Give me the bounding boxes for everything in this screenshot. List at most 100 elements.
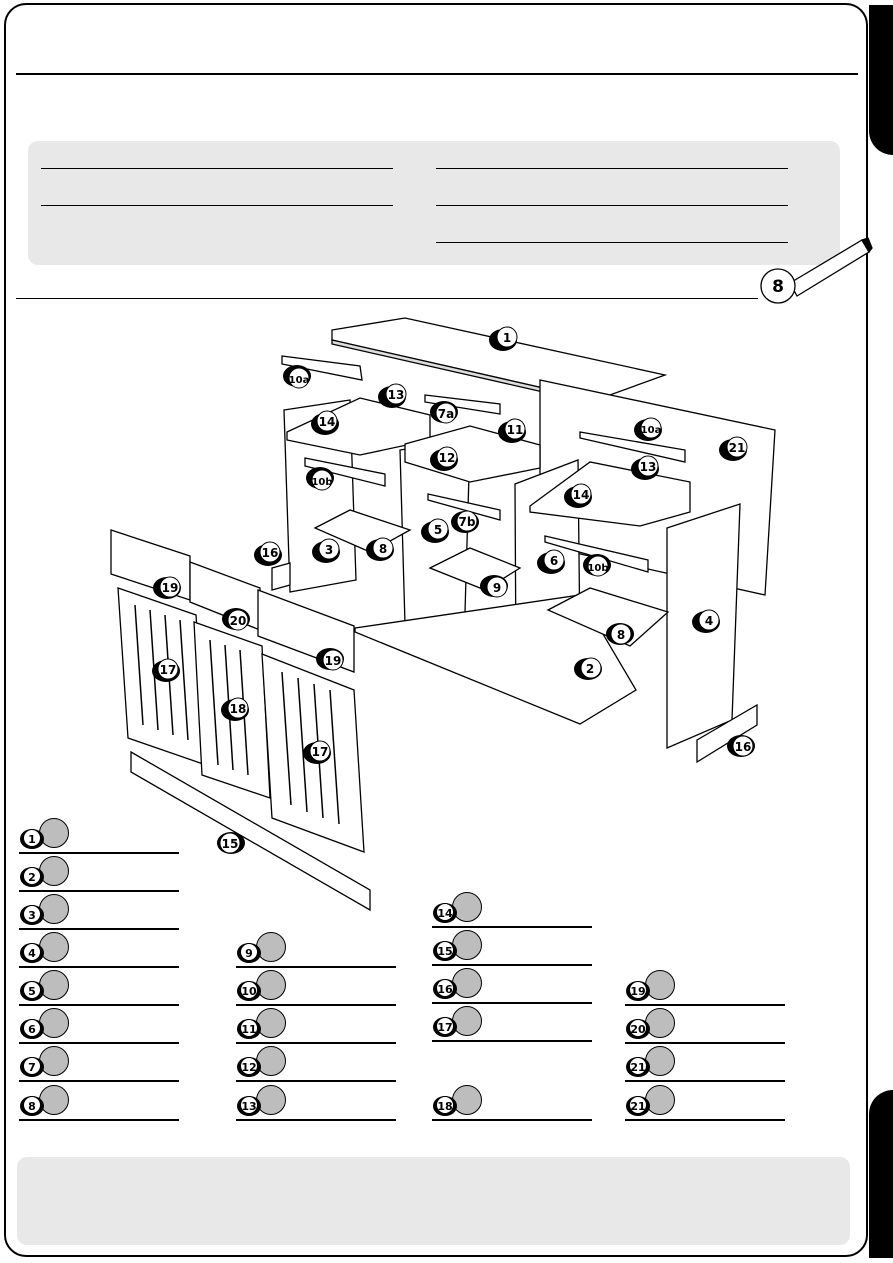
legend-item: 10 xyxy=(236,970,396,1006)
part-callout: 1 xyxy=(503,331,511,345)
legend-number: 11 xyxy=(241,1023,257,1036)
legend-swatch xyxy=(39,818,69,848)
page-frame xyxy=(4,3,868,1257)
part-callout: 3 xyxy=(325,543,333,557)
step-number: 8 xyxy=(772,277,784,297)
legend-number: 5 xyxy=(28,985,36,998)
part-callout: 6 xyxy=(550,554,558,568)
legend-item: 16 xyxy=(432,968,592,1004)
part-callout: 16 xyxy=(262,546,279,560)
part-callout: 11 xyxy=(507,423,524,437)
legend-tag xyxy=(236,1055,264,1079)
legend-line xyxy=(19,890,179,892)
legend-line xyxy=(19,966,179,968)
legend-tag xyxy=(236,941,264,965)
legend-item: 4 xyxy=(19,932,179,968)
legend-item: 18 xyxy=(432,1085,592,1121)
legend-number: 13 xyxy=(241,1100,257,1113)
legend-line xyxy=(236,1080,396,1082)
legend-swatch xyxy=(39,1085,69,1115)
legend-tag xyxy=(19,941,47,965)
legend-item: 2 xyxy=(19,856,179,892)
legend-number: 18 xyxy=(437,1100,453,1113)
legend-number: 3 xyxy=(28,909,36,922)
legend-swatch xyxy=(256,1046,286,1076)
legend-item: 7 xyxy=(19,1046,179,1082)
legend-swatch xyxy=(39,970,69,1000)
legend-line xyxy=(432,964,592,966)
legend-line xyxy=(432,1002,592,1004)
legend-tag xyxy=(19,979,47,1003)
legend-number: 1 xyxy=(28,833,36,846)
legend-swatch xyxy=(39,1046,69,1076)
info-line xyxy=(41,205,393,206)
legend-tag xyxy=(625,979,653,1003)
part-callout: 10a xyxy=(289,375,310,386)
legend-line xyxy=(19,852,179,854)
legend-tag xyxy=(19,1017,47,1041)
legend-line xyxy=(236,1042,396,1044)
legend-item: 8 xyxy=(19,1085,179,1121)
part-callout: 4 xyxy=(705,614,713,628)
part-callout: 20 xyxy=(230,614,247,628)
legend-line xyxy=(625,1119,785,1121)
legend-item: 21 xyxy=(625,1085,785,1121)
legend-number: 2 xyxy=(28,871,36,884)
legend-number: 14 xyxy=(437,907,453,920)
part-callout: 16 xyxy=(735,740,752,754)
legend-tag xyxy=(625,1055,653,1079)
step-badge xyxy=(760,268,796,304)
edge-tab-top xyxy=(869,5,893,155)
legend-number: 15 xyxy=(437,945,453,958)
bottom-note-panel xyxy=(17,1157,850,1245)
part-callout: 19 xyxy=(162,581,179,595)
legend-tag xyxy=(432,1015,460,1039)
legend-line xyxy=(236,1119,396,1121)
info-line xyxy=(41,168,393,169)
info-panel xyxy=(28,141,840,265)
legend-line xyxy=(19,928,179,930)
legend-line xyxy=(432,926,592,928)
legend-line xyxy=(625,1004,785,1006)
legend-number: 16 xyxy=(437,983,453,996)
legend-item: 15 xyxy=(432,930,592,966)
legend-swatch xyxy=(645,1046,675,1076)
part-callout: 12 xyxy=(439,451,456,465)
legend-number: 12 xyxy=(241,1061,257,1074)
legend-line xyxy=(236,1004,396,1006)
legend-number: 9 xyxy=(245,947,253,960)
legend-number: 7 xyxy=(28,1061,36,1074)
legend-item: 12 xyxy=(236,1046,396,1082)
part-callout: 14 xyxy=(319,415,336,429)
legend-swatch xyxy=(645,970,675,1000)
legend-number: 17 xyxy=(437,1021,453,1034)
legend-item: 1 xyxy=(19,818,179,854)
info-line xyxy=(436,242,788,243)
legend-tag xyxy=(236,979,264,1003)
legend-line xyxy=(432,1119,592,1121)
legend-item: 5 xyxy=(19,970,179,1006)
legend-line xyxy=(432,1040,592,1042)
part-callout: 10a xyxy=(641,425,662,436)
part-callout: 10b xyxy=(311,477,332,488)
part-callout: 13 xyxy=(388,388,405,402)
legend-item: 13 xyxy=(236,1085,396,1121)
part-callout: 13 xyxy=(640,460,657,474)
part-callout: 17 xyxy=(312,745,329,759)
legend-tag xyxy=(432,901,460,925)
part-callout: 2 xyxy=(586,662,594,676)
part-callout: 17 xyxy=(160,663,177,677)
part-callout: 8 xyxy=(617,628,625,642)
legend-swatch xyxy=(452,1006,482,1036)
legend-line xyxy=(625,1042,785,1044)
legend-swatch xyxy=(39,932,69,962)
legend-tag xyxy=(625,1017,653,1041)
part-callout: 5 xyxy=(434,523,442,537)
legend-item: 17 xyxy=(432,1006,592,1042)
header-rule xyxy=(16,73,858,75)
legend-tag xyxy=(236,1094,264,1118)
legend-tag xyxy=(19,827,47,851)
legend-tag xyxy=(432,977,460,1001)
part-callout: 21 xyxy=(729,441,746,455)
